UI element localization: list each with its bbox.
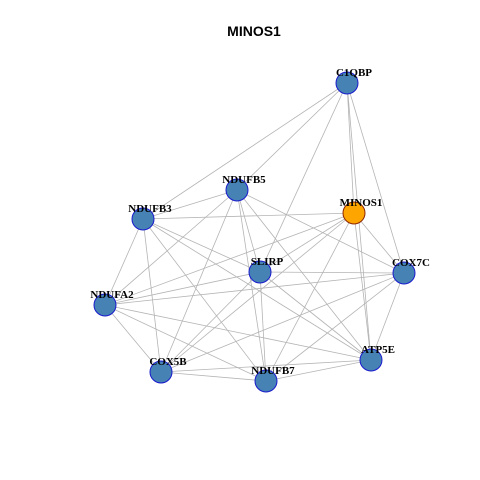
edge-c1qbp-slirp bbox=[259, 82, 348, 273]
edge-cox7c-atp5e bbox=[370, 272, 405, 361]
diagram-title: MINOS1 bbox=[227, 23, 281, 39]
edge-c1qbp-minos1 bbox=[346, 82, 355, 214]
node-minos1[interactable] bbox=[342, 201, 366, 225]
node-c1qbp[interactable] bbox=[335, 71, 359, 95]
edge-ndufb5-atp5e bbox=[236, 189, 372, 361]
node-ndufa2[interactable] bbox=[93, 293, 117, 317]
edge-minos1-cox5b bbox=[160, 212, 355, 373]
node-ndufb3[interactable] bbox=[131, 207, 155, 231]
edge-slirp-ndufb7 bbox=[259, 271, 267, 382]
node-label-ndufb7: NDUFB7 bbox=[251, 365, 295, 377]
edge-slirp-cox7c bbox=[259, 271, 405, 274]
edge-minos1-ndufb7 bbox=[265, 212, 355, 382]
edge-ndufa2-cox5b bbox=[104, 304, 162, 373]
node-label-minos1: MINOS1 bbox=[340, 197, 383, 209]
edge-minos1-slirp bbox=[259, 212, 355, 273]
edge-ndufb5-slirp bbox=[236, 189, 261, 273]
node-slirp[interactable] bbox=[248, 260, 272, 284]
edge-ndufb5-ndufb7 bbox=[236, 189, 267, 382]
edge-cox5b-atp5e bbox=[160, 359, 372, 373]
node-label-slirp: SLIRP bbox=[251, 256, 284, 268]
node-atp5e[interactable] bbox=[359, 348, 383, 372]
edge-layer bbox=[104, 82, 405, 382]
edge-minos1-ndufb3 bbox=[142, 212, 355, 220]
node-layer bbox=[93, 71, 416, 393]
node-label-cox5b: COX5B bbox=[149, 356, 187, 368]
node-cox7c[interactable] bbox=[392, 261, 416, 285]
edge-c1qbp-cox7c bbox=[346, 82, 405, 274]
edge-slirp-ndufa2 bbox=[104, 271, 261, 306]
edge-ndufb5-ndufb3 bbox=[142, 189, 238, 220]
edge-ndufb3-slirp bbox=[142, 218, 261, 273]
edge-cox5b-ndufb7 bbox=[160, 371, 267, 382]
edge-ndufb7-atp5e bbox=[265, 359, 372, 382]
edge-slirp-cox5b bbox=[160, 271, 261, 373]
edge-slirp-atp5e bbox=[259, 271, 372, 361]
edge-cox7c-ndufa2 bbox=[104, 272, 405, 306]
node-label-ndufb5: NDUFB5 bbox=[222, 174, 266, 186]
edge-minos1-atp5e bbox=[353, 212, 372, 361]
edge-ndufb3-cox5b bbox=[142, 218, 162, 373]
edge-minos1-cox7c bbox=[353, 212, 405, 274]
node-label-atp5e: ATP5E bbox=[361, 344, 395, 356]
edge-ndufa2-atp5e bbox=[104, 304, 372, 361]
node-label-ndufb3: NDUFB3 bbox=[128, 203, 172, 215]
edge-ndufb3-atp5e bbox=[142, 218, 372, 361]
node-label-cox7c: COX7C bbox=[392, 257, 430, 269]
node-label-ndufa2: NDUFA2 bbox=[90, 289, 134, 301]
edge-c1qbp-ndufb3 bbox=[142, 82, 348, 220]
edge-ndufb3-ndufb7 bbox=[142, 218, 267, 382]
edge-c1qbp-ndufb5 bbox=[236, 82, 348, 191]
node-ndufb7[interactable] bbox=[254, 369, 278, 393]
edge-cox7c-ndufb7 bbox=[265, 272, 405, 382]
edge-minos1-ndufa2 bbox=[104, 212, 355, 306]
edge-ndufb5-cox7c bbox=[236, 189, 405, 274]
node-ndufb5[interactable] bbox=[225, 178, 249, 202]
edge-ndufa2-ndufb7 bbox=[104, 304, 267, 382]
node-cox5b[interactable] bbox=[149, 360, 173, 384]
edge-ndufb3-ndufa2 bbox=[104, 218, 144, 306]
node-label-c1qbp: C1QBP bbox=[336, 67, 372, 79]
edge-ndufb5-ndufa2 bbox=[104, 189, 238, 306]
edge-ndufb5-cox5b bbox=[160, 189, 238, 373]
edge-cox7c-cox5b bbox=[160, 272, 405, 373]
